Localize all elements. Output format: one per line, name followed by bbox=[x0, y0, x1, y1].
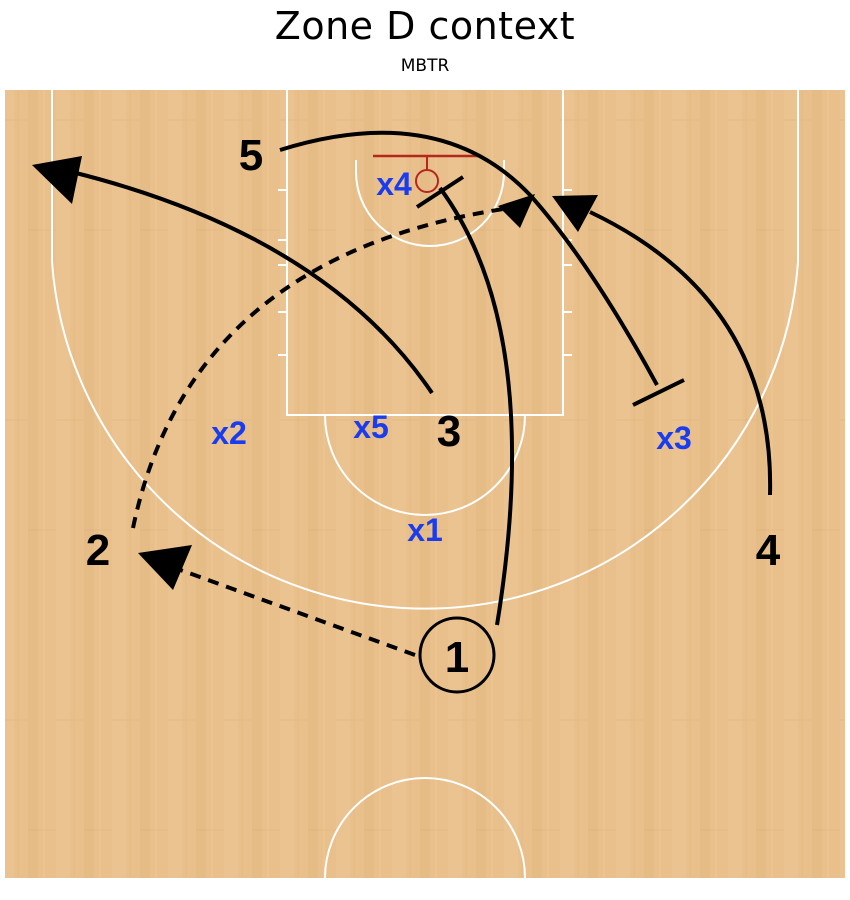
offense-player-1: 1 bbox=[445, 633, 469, 682]
offense-player-2: 2 bbox=[86, 526, 110, 575]
cut-line-2 bbox=[131, 206, 511, 529]
arrowhead-pass-2 bbox=[138, 545, 192, 590]
screen-bar-1 bbox=[415, 175, 465, 209]
diagram-header: Zone D context MBTR bbox=[0, 0, 850, 90]
offense-player-5: 5 bbox=[239, 131, 263, 180]
pass-line-1-to-2 bbox=[174, 566, 416, 657]
free-throw-circle bbox=[324, 414, 526, 516]
defense-player-x3: x3 bbox=[656, 420, 692, 456]
screen-markers bbox=[415, 175, 685, 407]
offense-player-4: 4 bbox=[756, 526, 781, 575]
screen-line-1 bbox=[438, 186, 515, 626]
cut-line-3 bbox=[71, 170, 434, 395]
defense-player-x5: x5 bbox=[353, 409, 389, 445]
arrowhead-cut-2 bbox=[498, 194, 535, 228]
cut-line-4 bbox=[589, 210, 773, 496]
diagram-title: Zone D context bbox=[274, 4, 576, 48]
arrowhead-cut-3 bbox=[32, 156, 82, 204]
screen-bar-5 bbox=[632, 378, 685, 407]
court-lines bbox=[51, 90, 799, 879]
defense-player-x1: x1 bbox=[407, 512, 443, 548]
three-point-line bbox=[51, 90, 799, 610]
ball-handler-circle bbox=[418, 616, 496, 694]
defense-player-x4: x4 bbox=[376, 166, 412, 202]
restricted-area bbox=[355, 160, 505, 247]
defense-player-x2: x2 bbox=[211, 415, 247, 451]
center-circle bbox=[324, 777, 526, 879]
diagram-subtitle: MBTR bbox=[400, 56, 450, 76]
play-actions bbox=[71, 130, 773, 657]
paint-lane bbox=[286, 90, 564, 416]
arrowhead-cut-4 bbox=[552, 195, 598, 232]
screen-line-5 bbox=[279, 130, 659, 386]
offense-player-3: 3 bbox=[437, 407, 461, 456]
arrowheads bbox=[32, 156, 598, 590]
court-floor bbox=[5, 90, 845, 878]
